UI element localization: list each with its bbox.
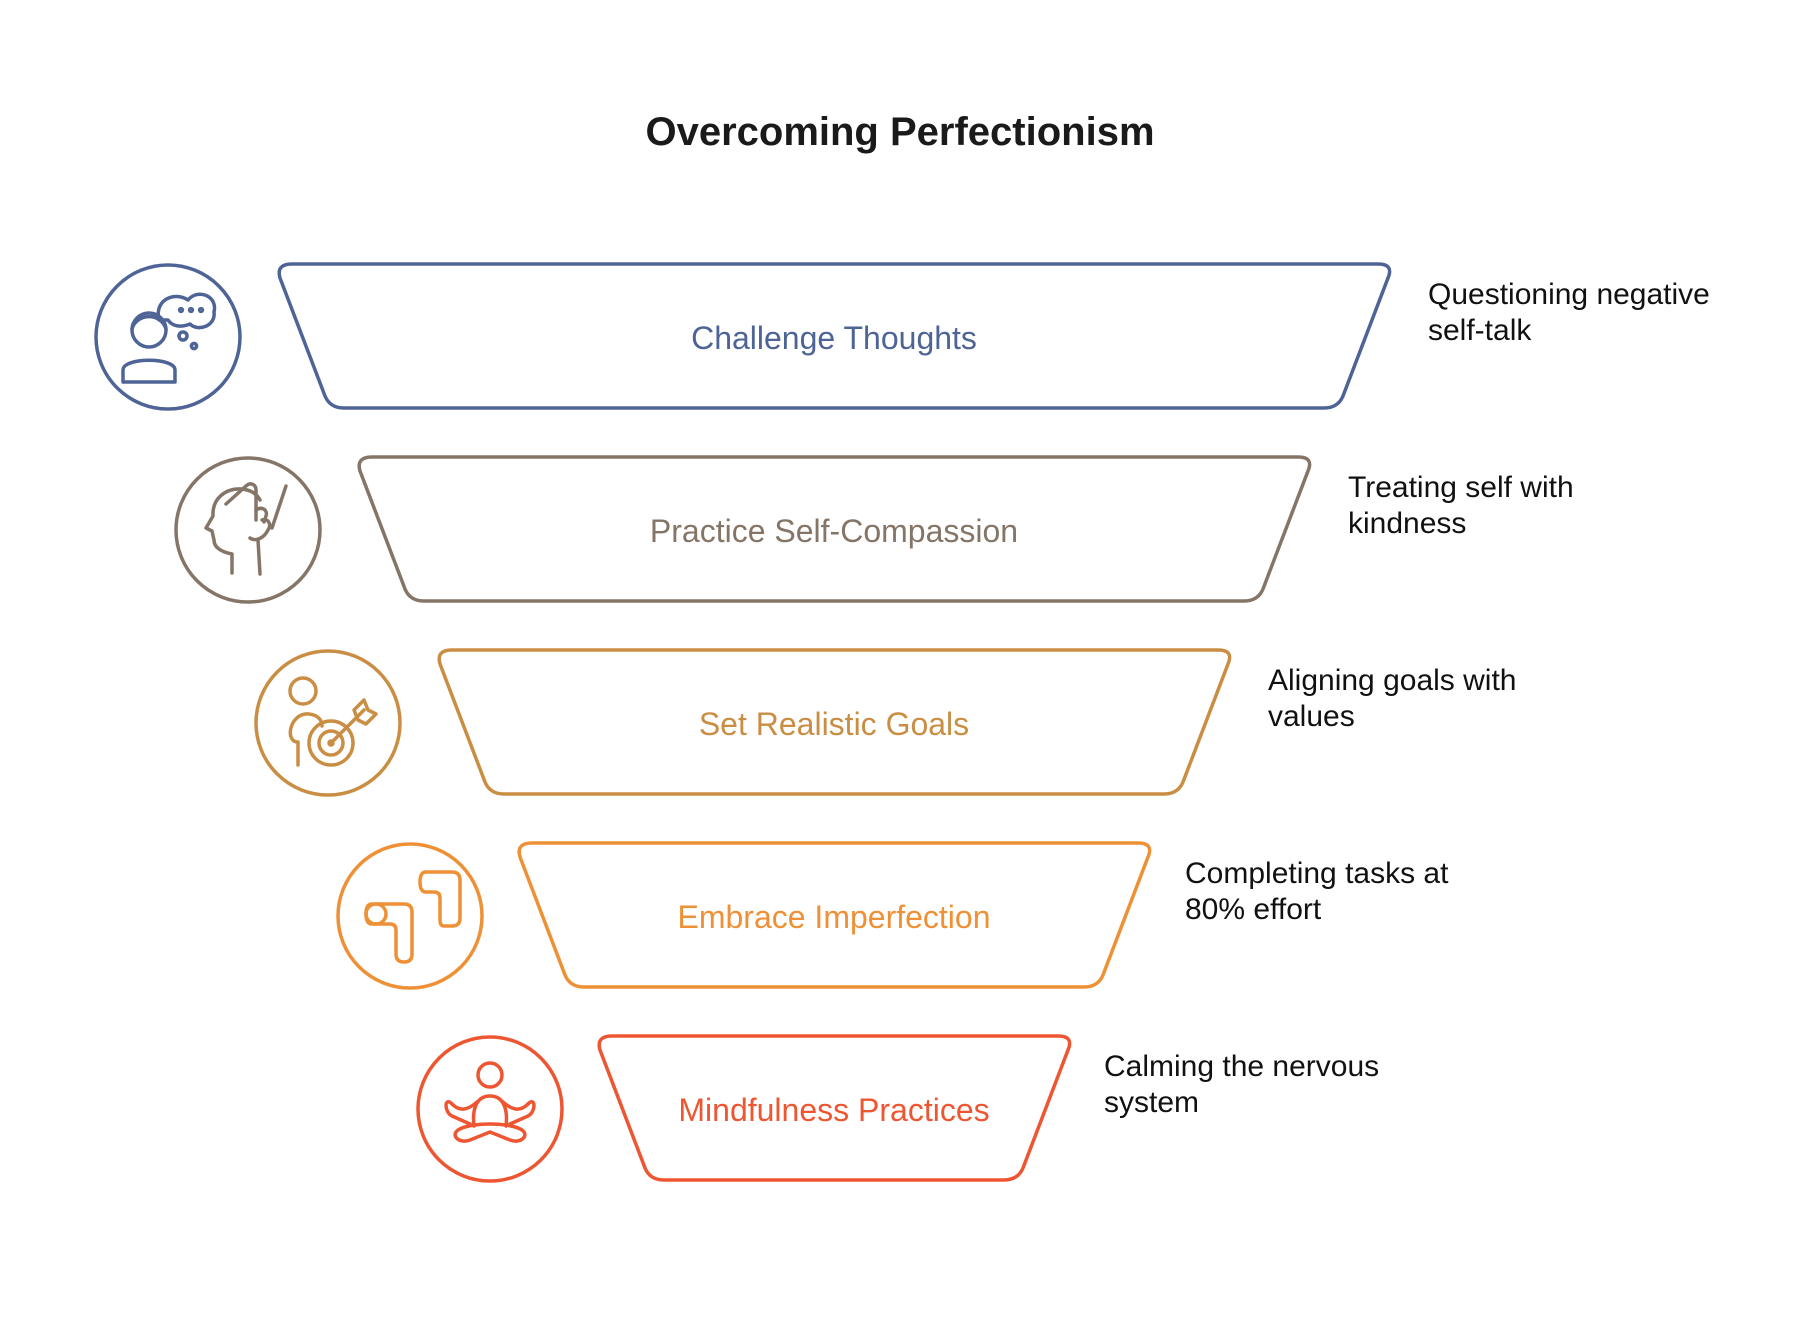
- stage-label: Embrace Imperfection: [677, 899, 990, 935]
- meditation-person-icon: [444, 1061, 536, 1143]
- stage-description: Completing tasks at 80% effort: [1185, 857, 1457, 926]
- thinking-person-icon: [121, 292, 217, 384]
- stage-description: Calming the nervous system: [1104, 1050, 1388, 1119]
- icon-badge: [94, 263, 242, 411]
- funnel-stage-shape: [437, 648, 1232, 796]
- icon-badge: [416, 1035, 564, 1183]
- description-line-2: kindness: [1348, 507, 1466, 540]
- funnel-stage-embrace-imperfection: Embrace Imperfection Completing tasks at…: [336, 841, 1457, 990]
- stage-label: Challenge Thoughts: [691, 320, 977, 356]
- description-line-1: Treating self with: [1348, 471, 1574, 504]
- description-line-2: values: [1268, 700, 1355, 733]
- icon-badge: [174, 456, 322, 604]
- stage-label: Set Realistic Goals: [699, 706, 969, 742]
- funnel-stage-set-realistic-goals: Set Realistic Goals Aligning goals with …: [254, 648, 1525, 797]
- icon-badge: [336, 842, 484, 990]
- funnel-stage-shape: [597, 1034, 1072, 1182]
- description-line-2: 80% effort: [1185, 893, 1322, 926]
- diagram-title: Overcoming Perfectionism: [645, 110, 1154, 154]
- person-target-icon: [288, 676, 378, 767]
- funnel-stage-practice-self-compassion: Practice Self-Compassion Treating self w…: [174, 455, 1582, 604]
- description-line-1: Questioning negative: [1428, 278, 1710, 311]
- funnel-stage-mindfulness-practices: Mindfulness Practices Calming the nervou…: [416, 1034, 1388, 1183]
- description-line-2: self-talk: [1428, 314, 1532, 347]
- stage-label: Practice Self-Compassion: [650, 513, 1018, 549]
- bent-arrow-shapes-icon: [364, 870, 462, 964]
- comforting-hand-head-icon: [204, 482, 288, 576]
- stage-label: Mindfulness Practices: [678, 1092, 989, 1128]
- description-line-1: Calming the nervous: [1104, 1050, 1379, 1083]
- funnel-stage-shape: [517, 841, 1152, 989]
- description-line-1: Aligning goals with: [1268, 664, 1516, 697]
- stage-description: Aligning goals with values: [1268, 664, 1525, 733]
- stage-description: Questioning negative self-talk: [1428, 278, 1718, 347]
- funnel-stage-shape: [277, 262, 1392, 410]
- funnel-stage-shape: [357, 455, 1312, 603]
- icon-badge: [254, 649, 402, 797]
- description-line-2: system: [1104, 1086, 1199, 1119]
- description-line-1: Completing tasks at: [1185, 857, 1449, 890]
- stage-description: Treating self with kindness: [1348, 471, 1582, 540]
- funnel-stage-challenge-thoughts: Challenge Thoughts Questioning negative …: [94, 262, 1718, 411]
